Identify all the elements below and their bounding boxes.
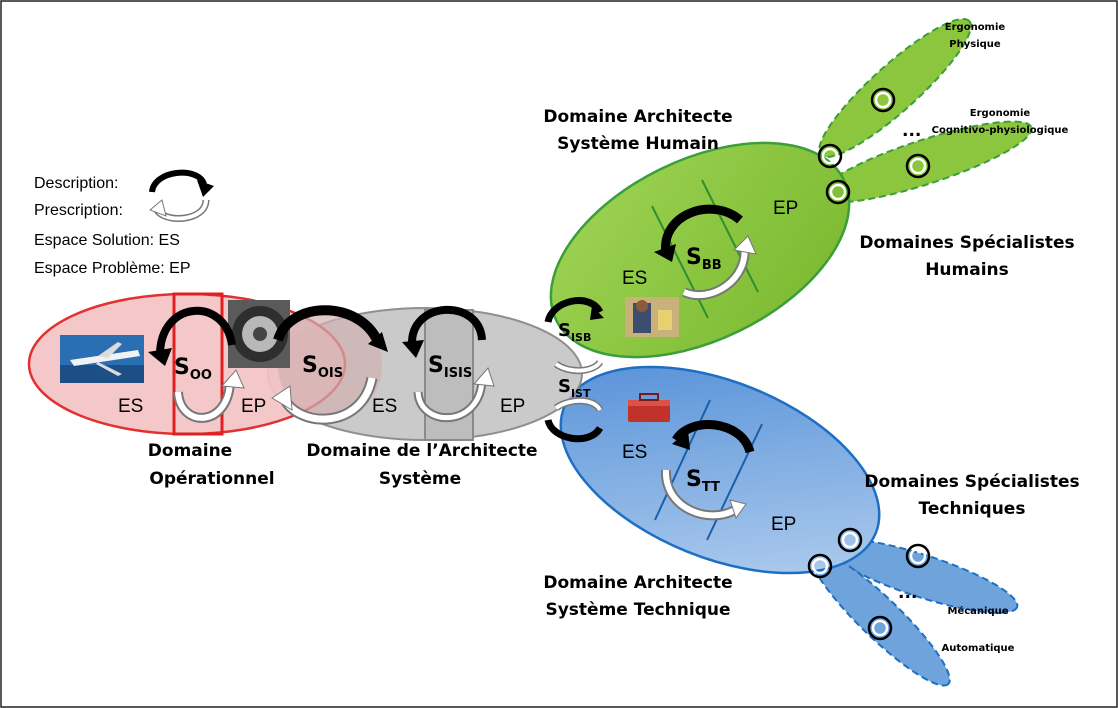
human-title-line2: Système Humain <box>557 134 719 154</box>
system-sois-label: SOIS <box>302 353 343 381</box>
human-sub1-line2: Physique <box>949 39 1001 50</box>
system-sisis-label: SISIS <box>428 353 472 381</box>
technical-specialist-loop-icons <box>807 527 931 641</box>
human-sub2-line2: Cognitivo-physiologique <box>932 125 1069 136</box>
soo-cycle-icon <box>148 307 245 423</box>
human-sub1-line1: Ergonomie <box>945 22 1006 33</box>
technical-sub1: Mécanique <box>947 605 1008 617</box>
sois-cycle-icon <box>271 305 388 425</box>
human-sisb-label: SISB <box>558 320 591 344</box>
description-arrow-icon <box>149 169 207 193</box>
sbb-cycle-icon <box>654 204 757 301</box>
human-sub2-line1: Ergonomie <box>970 108 1031 119</box>
operational-title-line1: Domaine <box>148 441 232 461</box>
technical-title-line1: Domaine Architecte <box>543 573 732 593</box>
human-specialists-line1: Domaines Spécialistes <box>859 233 1074 253</box>
human-sbb-label: SBB <box>686 245 722 273</box>
technical-sist-label: SIST <box>558 376 591 400</box>
human-specialist-loop-icons <box>817 87 931 205</box>
legend: Description: Prescription: Espace Soluti… <box>34 169 214 277</box>
system-title-line1: Domaine de l’Architecte <box>306 441 537 461</box>
technical-title-line2: Système Technique <box>545 600 730 620</box>
stt-cycle-icon <box>661 420 755 521</box>
legend-espace-probleme: Espace Problème: EP <box>34 260 191 277</box>
technical-stt-label: STT <box>686 467 720 495</box>
technical-ep-label: EP <box>771 514 796 535</box>
legend-espace-solution: Espace Solution: ES <box>34 232 180 249</box>
system-es-label: ES <box>372 396 397 417</box>
technical-specialists-line1: Domaines Spécialistes <box>864 472 1079 492</box>
human-title-line1: Domaine Architecte <box>543 107 732 127</box>
legend-prescription: Prescription: <box>34 202 123 219</box>
operational-title-line2: Opérationnel <box>149 469 274 489</box>
system-title-line2: Système <box>379 469 461 489</box>
technical-sub2: Automatique <box>942 643 1015 654</box>
toolbox-image <box>628 393 670 422</box>
sisis-cycle-icon <box>402 305 495 423</box>
operational-ep-label: EP <box>241 396 266 417</box>
sisb-sist-cycle-icon <box>544 297 604 443</box>
human-ep-label: EP <box>773 198 798 219</box>
technical-ellipsis: ... <box>898 583 917 603</box>
human-worker-image <box>625 297 679 337</box>
operational-s-label: SOO <box>174 355 212 383</box>
human-specialists-line2: Humains <box>925 260 1009 280</box>
technical-specialists-line2: Techniques <box>919 499 1026 519</box>
system-ep-label: EP <box>500 396 525 417</box>
operational-es-label: ES <box>118 396 143 417</box>
legend-description: Description: <box>34 175 118 192</box>
human-es-label: ES <box>622 268 647 289</box>
human-ellipsis: ... <box>902 121 921 141</box>
technical-es-label: ES <box>622 442 647 463</box>
airplane-image <box>60 335 144 383</box>
